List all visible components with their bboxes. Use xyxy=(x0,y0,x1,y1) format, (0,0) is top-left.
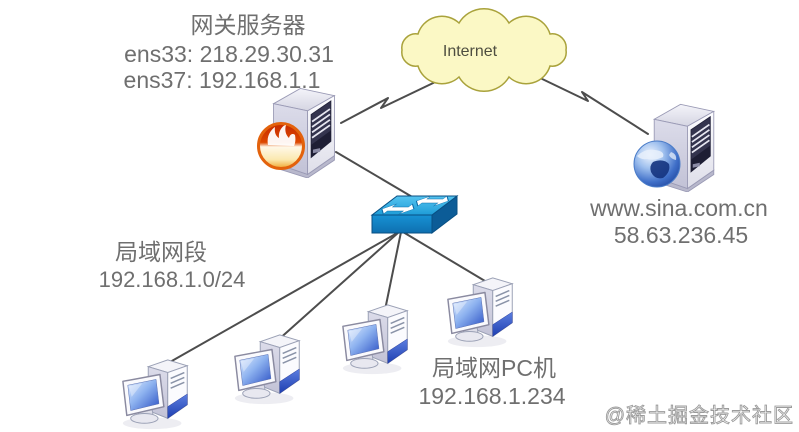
firewall-flame-icon xyxy=(257,122,305,170)
link-gateway-switch xyxy=(335,151,415,199)
pc-icon-2 xyxy=(234,334,300,405)
web-server-ip-label: 58.63.236.45 xyxy=(613,222,749,248)
web-server-domain-label: www.sina.com.cn xyxy=(590,195,768,221)
pc-icon-3 xyxy=(342,304,408,375)
switch-arrow-icon xyxy=(415,195,449,207)
connection-lines xyxy=(162,73,649,367)
link-switch-pc3 xyxy=(384,231,402,311)
internet-label: Internet xyxy=(442,43,498,60)
lan-pc-ip-label: 192.168.1.234 xyxy=(418,383,566,409)
pc-icon-4 xyxy=(447,277,513,348)
link-switch-pc1 xyxy=(162,231,400,367)
gateway-ens37-label: ens37: 192.168.1.1 xyxy=(123,67,321,93)
link-switch-pc2 xyxy=(276,231,400,342)
lan-subnet-label: 192.168.1.0/24 xyxy=(98,267,246,292)
link-gateway-internet xyxy=(340,73,453,124)
pc-icon-1 xyxy=(122,359,188,430)
gateway-ens33-label: ens33: 218.29.30.31 xyxy=(124,41,334,67)
switch-icon xyxy=(370,194,459,235)
web-server-icon xyxy=(633,103,715,192)
lan-pc-title-label: 局域网PC机 xyxy=(432,355,556,381)
link-switch-pc4 xyxy=(402,231,491,285)
lan-segment-label: 局域网段 xyxy=(115,239,207,265)
juejin-watermark: @稀土掘金技术社区 xyxy=(604,405,794,428)
switch-arrow-icon xyxy=(381,203,415,215)
gateway-server-icon xyxy=(257,87,336,178)
link-internet-webserver xyxy=(535,75,649,135)
internet-cloud-icon xyxy=(401,7,567,93)
globe-icon xyxy=(633,140,681,188)
gateway-title-label: 网关服务器 xyxy=(190,12,306,38)
